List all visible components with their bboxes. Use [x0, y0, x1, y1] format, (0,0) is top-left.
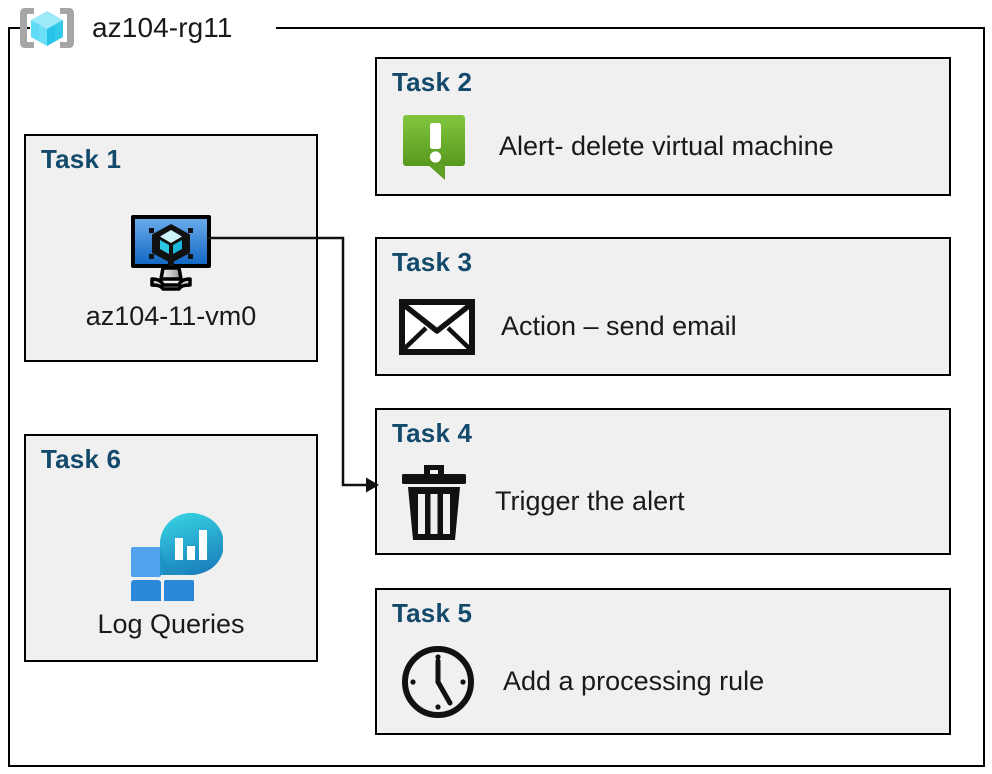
task-card-title: Task 2: [392, 67, 473, 97]
task-card-task3[interactable]: Task 3 Action – send email: [375, 237, 951, 376]
resource-group-frame-top-right-segment: [276, 26, 985, 29]
resource-group-name: az104-rg11: [92, 12, 233, 43]
task-card-label: Add a processing rule: [503, 666, 765, 696]
task-card-title: Task 3: [392, 247, 473, 277]
log-analytics-icon: [119, 503, 223, 601]
task-card-task1[interactable]: Task 1: [24, 134, 318, 362]
envelope-icon: [399, 298, 475, 355]
azure-resource-group-icon: [14, 6, 80, 50]
task-card-title: Task 1: [41, 144, 122, 174]
task-card-label: Alert- delete virtual machine: [499, 131, 834, 161]
task-card-label: Log Queries: [97, 608, 245, 639]
task-card-label: az104-11-vm0: [85, 300, 257, 331]
trash-icon: [399, 461, 469, 543]
resource-group-header: az104-rg11: [14, 4, 233, 52]
task-card-task5[interactable]: Task 5 Add a processing rule: [375, 588, 951, 735]
alert-exclamation-icon: [399, 110, 473, 184]
virtual-machine-icon: [125, 211, 217, 293]
task-card-label: Trigger the alert: [495, 486, 685, 516]
task-card-task6[interactable]: Task 6: [24, 434, 318, 662]
task-card-title: Task 4: [392, 418, 473, 448]
task-card-title: Task 5: [392, 598, 473, 628]
resource-group-frame: [8, 28, 985, 767]
task-card-task4[interactable]: Task 4 Trigger the alert: [375, 408, 951, 555]
resource-group-frame-top-left-segment: [8, 26, 30, 29]
task-card-task2[interactable]: Task 2 Alert- delete virtual machin: [375, 57, 951, 196]
clock-icon: [399, 643, 477, 721]
task-card-title: Task 6: [41, 444, 122, 474]
task-card-label: Action – send email: [501, 311, 737, 341]
